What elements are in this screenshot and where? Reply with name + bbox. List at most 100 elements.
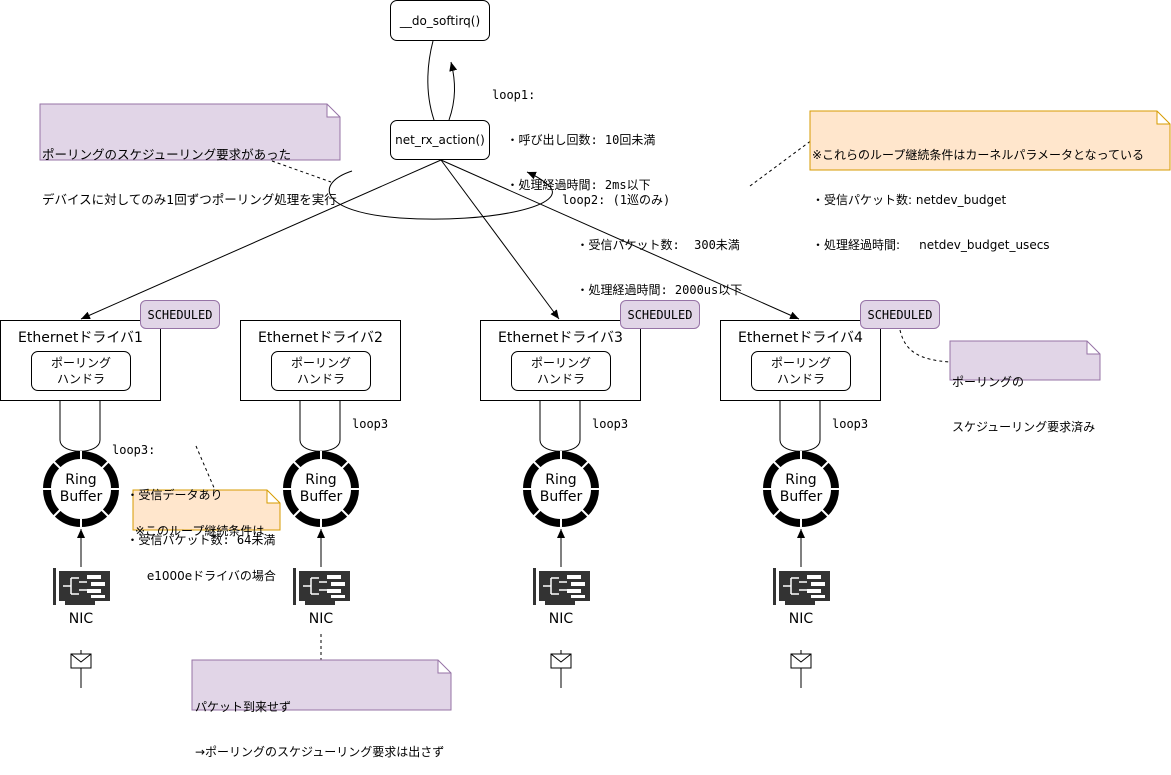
ethernet-driver-1[interactable]: Ethernetドライバ1 ポーリングハンドラ — [0, 320, 161, 401]
loop3-label-driver2: loop3 — [352, 417, 389, 431]
driver1-graphics — [43, 390, 119, 688]
driver3-graphics — [523, 390, 599, 688]
dashed-polling-note — [271, 160, 332, 183]
handler-line-1: ポーリング — [770, 356, 831, 370]
ring-label-line-1: Ring — [545, 472, 577, 488]
ring-buffer-label-driver3: Ring Buffer — [521, 472, 601, 506]
e1000e-note: ※このループ継続条件は e1000eドライバの場合 — [135, 494, 276, 599]
loop3-label-driver4: loop3 — [832, 417, 869, 431]
net-rx-action-node[interactable]: net_rx_action() — [390, 120, 490, 160]
nic-label-driver3: NIC — [548, 611, 574, 627]
handler-line-1: ポーリング — [50, 356, 111, 370]
driver-title: Ethernetドライバ1 — [18, 330, 143, 346]
handler-line-1: ポーリング — [530, 356, 591, 370]
loop2-line-2: ・受信パケット数: 300未満 — [562, 238, 740, 252]
scheduled-note: ポーリングの スケジューリング要求済み — [952, 345, 1095, 450]
polling-handler[interactable]: ポーリングハンドラ — [31, 351, 131, 391]
polling-note-line-1: ポーリングのスケジューリング要求があった — [42, 147, 292, 162]
nic-icon — [53, 568, 110, 605]
handler-line-1: ポーリング — [290, 356, 351, 370]
kernel-note-line-3: ・処理経過時間: netdev_budget_usecs — [812, 238, 1050, 252]
handler-line-2: ハンドラ — [776, 372, 825, 386]
edge-to-driver1 — [80, 159, 442, 320]
loop3-detail-label: loop3: ・受信データあり ・受信パケット数: 64未満 — [112, 413, 275, 563]
loop2-ellipse — [328, 170, 553, 220]
ring-buffer-label-driver1: Ring Buffer — [41, 472, 121, 506]
kernel-note-line-1: ※これらのループ継続条件はカーネルパラメータとなっている — [812, 148, 1145, 162]
loop2-line-1: loop2: (1巡のみ) — [562, 193, 671, 207]
edge-to-driver4 — [440, 159, 800, 320]
polling-note-line-2: デバイスに対してのみ1回ずつポーリング処理を実行 — [42, 192, 337, 207]
driver4-graphics — [763, 390, 839, 688]
envelope-icon — [790, 653, 812, 669]
loop1-label: loop1: ・呼び出し回数: 10回未満 ・処理経過時間: 2ms以下 — [492, 58, 655, 208]
envelope-icon — [550, 653, 572, 669]
loop2-label: loop2: (1巡のみ) ・受信パケット数: 300未満 ・処理経過時間: 2… — [562, 163, 742, 313]
driver2-graphics — [283, 390, 359, 605]
scheduled-note-line-2: スケジューリング要求済み — [952, 420, 1096, 434]
polling-handler[interactable]: ポーリングハンドラ — [751, 351, 851, 391]
net-rx-action-label: net_rx_action() — [395, 133, 485, 147]
nic-label-driver4: NIC — [788, 611, 814, 627]
e1000e-note-shape — [132, 489, 281, 531]
kernel-param-note-shape — [809, 110, 1171, 171]
edge-to-driver3 — [440, 159, 560, 320]
nic-label-driver1: NIC — [68, 611, 94, 627]
ethernet-driver-3[interactable]: Ethernetドライバ3 ポーリングハンドラ — [480, 320, 641, 401]
polling-handler[interactable]: ポーリングハンドラ — [271, 351, 371, 391]
ring-label-line-2: Buffer — [539, 489, 583, 505]
no-packet-note-line-1: パケット到来せず — [195, 700, 292, 714]
e1000e-note-line-1: ※このループ継続条件は — [135, 524, 265, 538]
loop1-line-3: ・処理経過時間: 2ms以下 — [492, 178, 651, 192]
ethernet-driver-2[interactable]: Ethernetドライバ2 ポーリングハンドラ — [240, 320, 401, 401]
driver-title: Ethernetドライバ4 — [738, 330, 863, 346]
kernel-note-line-2: ・受信パケット数: netdev_budget — [812, 193, 1007, 207]
polling-note: ポーリングのスケジューリング要求があった デバイスに対してのみ1回ずつポーリング… — [42, 117, 337, 222]
no-packet-note-line-2: →ポーリングのスケジューリング要求は出さず — [195, 745, 445, 759]
loop3-line-3: ・受信パケット数: 64未満 — [112, 533, 276, 547]
diagram-canvas — [39, 40, 1171, 711]
softirq-node[interactable]: __do_softirq() — [390, 0, 490, 41]
nic-icon — [773, 568, 830, 605]
dashed-e1000e-note — [195, 445, 216, 491]
loop1-line-1: loop1: — [492, 88, 536, 102]
kernel-param-note: ※これらのループ継続条件はカーネルパラメータとなっている ・受信パケット数: n… — [812, 118, 1144, 268]
e1000e-note-line-2: e1000eドライバの場合 — [143, 569, 276, 583]
no-packet-note: パケット到来せず →ポーリングのスケジューリング要求は出さず — [195, 670, 444, 775]
polling-note-shape — [39, 103, 341, 161]
loop2-line-3: ・処理経過時間: 2000us以下 — [562, 283, 743, 297]
ring-label-line-1: Ring — [305, 472, 337, 488]
polling-handler[interactable]: ポーリングハンドラ — [511, 351, 611, 391]
dashed-scheduled-note — [899, 329, 951, 363]
no-packet-note-shape — [191, 659, 452, 711]
ring-buffer-label-driver4: Ring Buffer — [761, 472, 841, 506]
driver-title: Ethernetドライバ2 — [258, 330, 383, 346]
handler-line-2: ハンドラ — [536, 372, 585, 386]
loop3-line-2: ・受信データあり — [112, 488, 223, 502]
nic-icon — [533, 568, 590, 605]
scheduled-note-line-1: ポーリングの — [952, 375, 1025, 389]
loop1-arrow — [427, 40, 455, 121]
scheduled-note-shape — [949, 340, 1101, 381]
scheduled-badge-driver1: SCHEDULED — [140, 300, 220, 329]
ring-buffer-label-driver2: Ring Buffer — [281, 472, 361, 506]
loop3-line-1: loop3: — [112, 443, 156, 457]
loop3-label-driver3: loop3 — [592, 417, 629, 431]
envelope-icon — [70, 653, 92, 669]
handler-line-2: ハンドラ — [296, 372, 345, 386]
nic-icon — [293, 568, 350, 605]
ethernet-driver-4[interactable]: Ethernetドライバ4 ポーリングハンドラ — [720, 320, 881, 401]
ring-label-line-1: Ring — [785, 472, 817, 488]
handler-line-2: ハンドラ — [56, 372, 105, 386]
dashed-kernel-note — [749, 139, 813, 187]
ring-label-line-2: Buffer — [779, 489, 823, 505]
softirq-label: __do_softirq() — [399, 13, 481, 28]
nic-label-driver2: NIC — [308, 611, 334, 627]
ring-label-line-2: Buffer — [59, 489, 103, 505]
loop1-line-2: ・呼び出し回数: 10回未満 — [492, 133, 656, 147]
scheduled-badge-driver3: SCHEDULED — [620, 300, 700, 329]
scheduled-badge-driver4: SCHEDULED — [860, 300, 940, 329]
ring-label-line-1: Ring — [65, 472, 97, 488]
ring-label-line-2: Buffer — [299, 489, 343, 505]
driver-title: Ethernetドライバ3 — [498, 330, 623, 346]
